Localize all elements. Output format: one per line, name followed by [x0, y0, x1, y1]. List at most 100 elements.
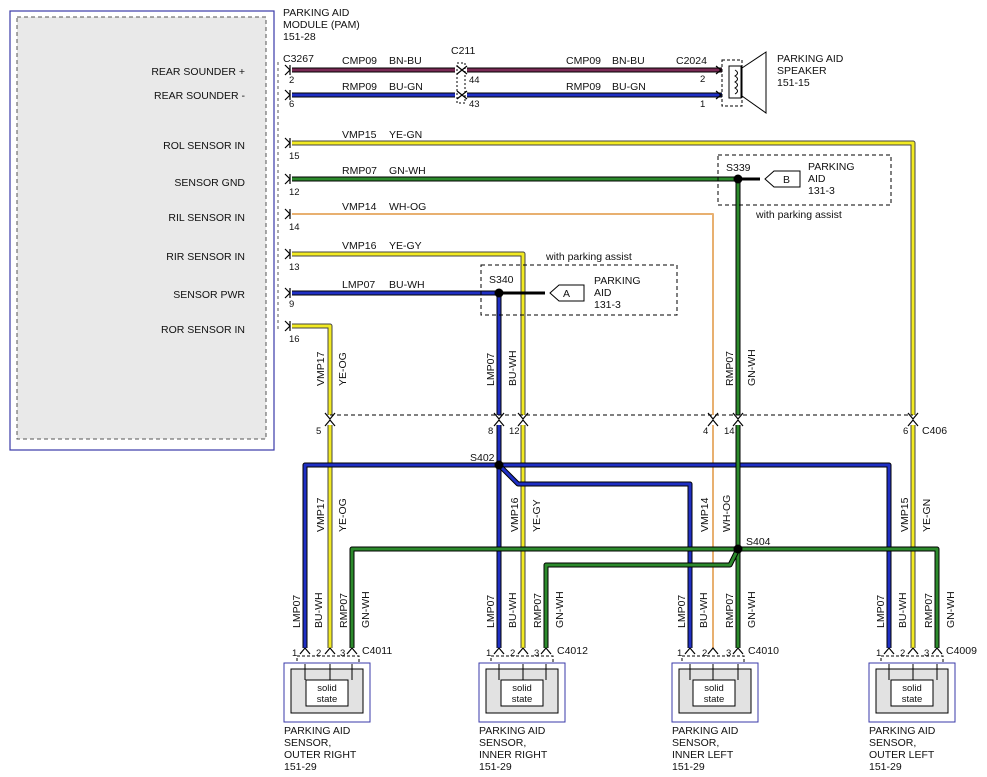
vlabel-s1-rmp07-c: GN-WH — [360, 591, 372, 628]
pin-label-rear-sounder-minus: REAR SOUNDER - — [154, 90, 246, 102]
label-vmp16-color: YE-GY — [389, 240, 422, 252]
module-pin-9: 9 — [289, 299, 294, 310]
s1-name-1: PARKING AID — [284, 725, 351, 737]
splice-s404-label: S404 — [746, 536, 771, 548]
s3-name-1: PARKING AID — [672, 725, 739, 737]
label-lmp07-color: BU-WH — [389, 279, 425, 291]
splice-s340-dot — [494, 288, 504, 298]
sensor-outer-left: 1 2 3 C4009 solid state PARKING AID SENS… — [868, 645, 977, 773]
speaker-line-2: SPEAKER — [777, 65, 827, 77]
vlabel-vmp15-color-m: YE-GN — [921, 499, 933, 532]
ref-a-line-1: PARKING — [594, 275, 640, 287]
label-vmp16: VMP16 — [342, 240, 377, 252]
vertical-labels-bottom: LMP07 BU-WH RMP07 GN-WH LMP07 BU-WH RMP0… — [291, 591, 957, 628]
s2-pin-2: 2 — [510, 648, 515, 659]
module-pin-16: 16 — [289, 334, 300, 345]
vlabel-lmp07-color-u: BU-WH — [507, 350, 519, 386]
s1-state-2: state — [317, 694, 338, 705]
label-vmp14-color: WH-OG — [389, 201, 426, 213]
ref-b-note: with parking assist — [755, 209, 842, 221]
vlabel-s1-lmp07-c: BU-WH — [313, 592, 325, 628]
s3-name-3: INNER LEFT — [672, 749, 734, 761]
vlabel-s4-rmp07: RMP07 — [923, 593, 935, 628]
splice-s339-dot — [733, 174, 743, 184]
s3-state-2: state — [704, 694, 725, 705]
c406-pin-5: 5 — [316, 426, 321, 437]
pin-label-sensor-gnd: SENSOR GND — [174, 177, 245, 189]
vlabel-lmp07-u: LMP07 — [485, 353, 497, 386]
c211-pin-43: 43 — [469, 99, 480, 110]
module-pin-14: 14 — [289, 222, 300, 233]
s1-pin-3: 3 — [340, 648, 345, 659]
c2024-pin-1: 1 — [700, 99, 705, 110]
pin-label-ror-sensor-in: ROR SENSOR IN — [161, 324, 245, 336]
ref-a-flag — [549, 284, 585, 302]
module-title-line-3: 151-28 — [283, 31, 316, 43]
vlabel-vmp14-color-m: WH-OG — [721, 495, 733, 532]
vlabel-s2-lmp07: LMP07 — [485, 595, 497, 628]
vlabel-vmp17-u: VMP17 — [315, 351, 327, 386]
c406-pin-14: 14 — [724, 426, 735, 437]
connector-c4011-label: C4011 — [362, 645, 392, 657]
vlabel-s4-rmp07-c: GN-WH — [945, 591, 957, 628]
vlabel-rmp07-u: RMP07 — [724, 351, 736, 386]
sensor-inner-right: 1 2 3 C4012 solid state PARKING AID SENS… — [478, 645, 588, 773]
vlabel-vmp14-m: VMP14 — [699, 497, 711, 532]
parking-aid-module: PARKING AID MODULE (PAM) 151-28 C3267 RE… — [9, 7, 360, 451]
vlabel-s2-lmp07-c: BU-WH — [507, 592, 519, 628]
sensor-outer-right: 1 2 3 C4011 solid state PARKING AID SENS… — [283, 645, 392, 773]
s4-pin-2: 2 — [900, 648, 905, 659]
s3-pin-3: 3 — [726, 648, 731, 659]
connector-c211: C211 44 43 — [451, 45, 480, 110]
s3-name-2: SENSOR, — [672, 737, 719, 749]
c211-pin-44: 44 — [469, 75, 480, 86]
s3-state-1: solid — [704, 683, 724, 694]
pin-label-rol-sensor-in: ROL SENSOR IN — [163, 140, 245, 152]
connector-c406: 5 8 12 4 14 6 C406 — [316, 412, 947, 437]
s1-pin-1: 1 — [292, 648, 297, 659]
s1-name-4: 151-29 — [284, 761, 317, 773]
module-pin-12: 12 — [289, 187, 300, 198]
vlabel-s3-rmp07: RMP07 — [724, 593, 736, 628]
s4-name-1: PARKING AID — [869, 725, 936, 737]
ref-b-line-1: PARKING — [808, 161, 854, 173]
wire-vmp17 — [292, 323, 333, 648]
connector-c4012-label: C4012 — [557, 645, 588, 657]
ref-a-letter: A — [563, 288, 570, 300]
connector-c3267: C3267 — [283, 53, 314, 65]
c406-pin-6: 6 — [903, 426, 908, 437]
wire-vmp15 — [292, 140, 916, 648]
vertical-labels-middle: VMP17 YE-OG VMP16 YE-GY VMP14 WH-OG VMP1… — [315, 495, 933, 532]
label-rmp07-color: GN-WH — [389, 165, 426, 177]
s3-name-4: 151-29 — [672, 761, 705, 773]
vlabel-vmp17-color-u: YE-OG — [337, 352, 349, 386]
ref-b-letter: B — [783, 174, 790, 186]
sensor-inner-left: 1 2 3 C4010 solid state PARKING AID SENS… — [671, 645, 779, 773]
label-vmp14: VMP14 — [342, 201, 377, 213]
connector-c406-label: C406 — [922, 425, 947, 437]
c406-pin-12: 12 — [509, 426, 520, 437]
vlabel-s3-lmp07: LMP07 — [676, 595, 688, 628]
vertical-labels-upper: VMP17 YE-OG LMP07 BU-WH RMP07 GN-WH — [315, 349, 758, 386]
splice-s339-box: S339 B PARKING AID 131-3 with parking as… — [717, 154, 892, 221]
label-vmp15-color: YE-GN — [389, 129, 422, 141]
wire-rmp07-main — [292, 176, 760, 415]
s2-name-2: SENSOR, — [479, 737, 526, 749]
s2-state-2: state — [512, 694, 533, 705]
ref-b-line-2: AID — [808, 173, 826, 185]
vlabel-vmp16-m: VMP16 — [509, 497, 521, 532]
s1-pin-2: 2 — [316, 648, 321, 659]
parking-aid-speaker: C2024 2 1 PARKING AID SPEAKER 151-15 — [676, 51, 844, 114]
ref-a-line-2: AID — [594, 287, 612, 299]
vlabel-s4-lmp07: LMP07 — [875, 595, 887, 628]
s3-pin-1: 1 — [677, 648, 682, 659]
vlabel-vmp15-m: VMP15 — [899, 497, 911, 532]
splice-s339-label: S339 — [726, 162, 751, 174]
vlabel-s1-lmp07: LMP07 — [291, 595, 303, 628]
label-rmp09-a: RMP09 — [342, 81, 377, 93]
pin-label-sensor-pwr: SENSOR PWR — [173, 289, 245, 301]
s4-name-2: SENSOR, — [869, 737, 916, 749]
c406-pin-4: 4 — [703, 426, 708, 437]
pin-label-rear-sounder-plus: REAR SOUNDER + — [151, 66, 245, 78]
